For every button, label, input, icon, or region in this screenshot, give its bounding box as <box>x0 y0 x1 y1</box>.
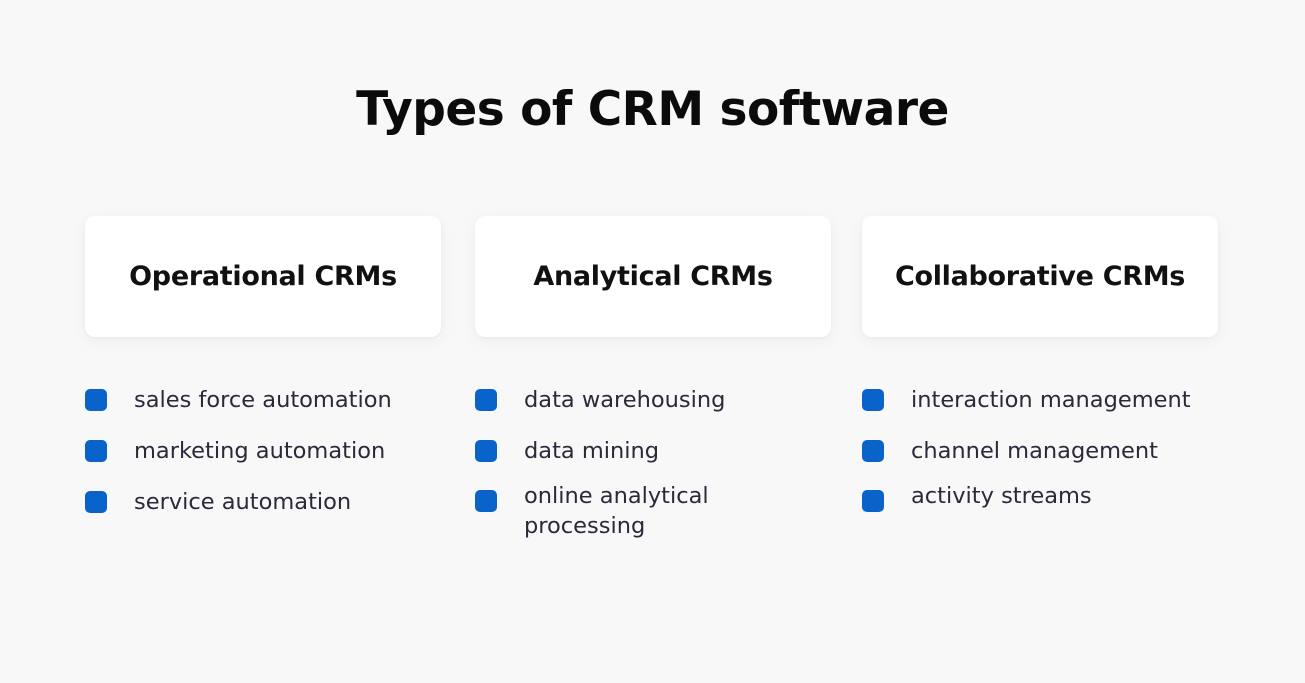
column-collaborative: Collaborative CRMs interaction managemen… <box>862 216 1218 532</box>
list-item: activity streams <box>862 481 1211 512</box>
category-heading: Collaborative CRMs <box>894 261 1186 292</box>
list-item: channel management <box>862 436 1211 466</box>
category-card: Analytical CRMs <box>475 216 831 337</box>
list-item-label: interaction management <box>911 387 1191 413</box>
list-item-label: channel management <box>911 438 1158 464</box>
square-bullet-icon <box>475 490 497 512</box>
list-item-label: online analytical processing <box>524 483 709 539</box>
list-item: service automation <box>85 487 434 517</box>
list-item-label: marketing automation <box>134 438 386 464</box>
square-bullet-icon <box>475 389 497 411</box>
list-item-label: data mining <box>524 438 660 464</box>
square-bullet-icon <box>475 440 497 462</box>
column-analytical: Analytical CRMs data warehousing data mi… <box>475 216 831 562</box>
column-operational: Operational CRMs sales force automation … <box>85 216 441 538</box>
square-bullet-icon <box>862 389 884 411</box>
list-item: sales force automation <box>85 385 434 415</box>
feature-list: data warehousing data mining online anal… <box>475 385 831 541</box>
page-title: Types of CRM software <box>356 82 949 137</box>
list-item-label: activity streams <box>911 483 1092 509</box>
category-card: Collaborative CRMs <box>862 216 1218 337</box>
list-item: online analytical processing <box>475 481 824 541</box>
list-item-label: sales force automation <box>134 387 392 413</box>
square-bullet-icon <box>862 440 884 462</box>
list-item: data mining <box>475 436 824 466</box>
list-item-label: service automation <box>134 489 352 515</box>
list-item: interaction management <box>862 385 1211 415</box>
category-heading: Operational CRMs <box>129 261 397 292</box>
list-item: marketing automation <box>85 436 434 466</box>
category-heading: Analytical CRMs <box>533 261 773 292</box>
square-bullet-icon <box>85 491 107 513</box>
square-bullet-icon <box>85 389 107 411</box>
feature-list: interaction management channel managemen… <box>862 385 1218 512</box>
square-bullet-icon <box>862 490 884 512</box>
list-item-label: data warehousing <box>524 387 726 413</box>
feature-list: sales force automation marketing automat… <box>85 385 441 517</box>
list-item: data warehousing <box>475 385 824 415</box>
square-bullet-icon <box>85 440 107 462</box>
category-card: Operational CRMs <box>85 216 441 337</box>
